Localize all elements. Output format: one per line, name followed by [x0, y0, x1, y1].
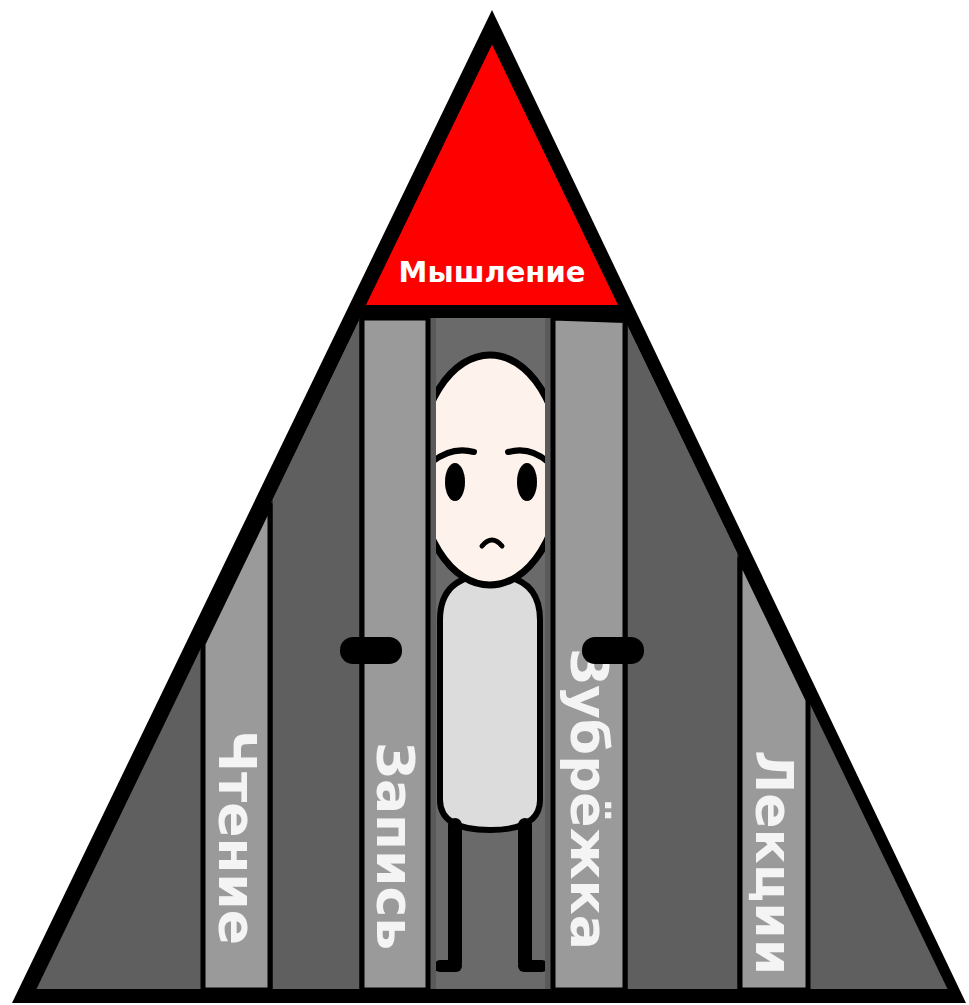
bar-edge: [428, 318, 436, 1005]
node-shape: [366, 45, 618, 305]
figure-eye: [517, 463, 537, 501]
bar-label-wrap: Запись: [362, 742, 428, 950]
bar-label-wrap: Чтение: [203, 730, 270, 945]
cell-bar: Зубрёжка: [553, 318, 625, 990]
figure-brow: [508, 450, 548, 462]
bar-label-wrap: Зубрёжка: [553, 648, 625, 950]
node-shape: [553, 318, 625, 990]
prisoner-figure: [418, 355, 562, 966]
pyramid-outline: [12, 10, 966, 1003]
apex-label: Мышление: [366, 258, 618, 287]
bar-label: Запись: [369, 742, 421, 950]
figure-hand: [582, 637, 644, 664]
cell-panel: [625, 300, 740, 1000]
bar-edge: [545, 318, 553, 1005]
bar-label: Зубрёжка: [563, 648, 615, 950]
figure-body: [440, 575, 540, 830]
divider-band: [0, 305, 969, 318]
figure-head: [418, 355, 562, 585]
figure-brow: [432, 450, 474, 462]
bar-label-wrap: Лекции: [740, 750, 808, 975]
node-outline: [366, 45, 618, 305]
node-outline: [362, 318, 428, 990]
figure-hand: [340, 637, 402, 664]
red-apex: [0, 0, 969, 305]
figure-mouth: [482, 540, 502, 546]
cell-gap: [428, 318, 553, 1005]
figure-leg: [448, 825, 462, 962]
cell-bar: Лекции: [740, 559, 808, 990]
node-shape: [203, 505, 270, 990]
node-outline: [740, 559, 808, 990]
bar-label: Лекции: [748, 750, 800, 975]
cell-background: [0, 318, 969, 1005]
pyramid-base: [30, 989, 955, 997]
figure-foot: [524, 960, 542, 972]
apex-triangle: Мышление: [366, 45, 618, 305]
bar-label: Чтение: [211, 730, 263, 945]
node-shape: [740, 559, 808, 990]
node-outline: [553, 318, 625, 990]
cell-bar: Запись: [362, 318, 428, 990]
figure-leg: [518, 825, 532, 962]
node-outline: [203, 505, 270, 990]
cell-bar: Чтение: [203, 505, 270, 990]
cell-panel: [270, 300, 362, 1000]
node-shape: [362, 318, 428, 990]
figure-eye: [445, 463, 465, 501]
figure-foot: [440, 960, 456, 972]
